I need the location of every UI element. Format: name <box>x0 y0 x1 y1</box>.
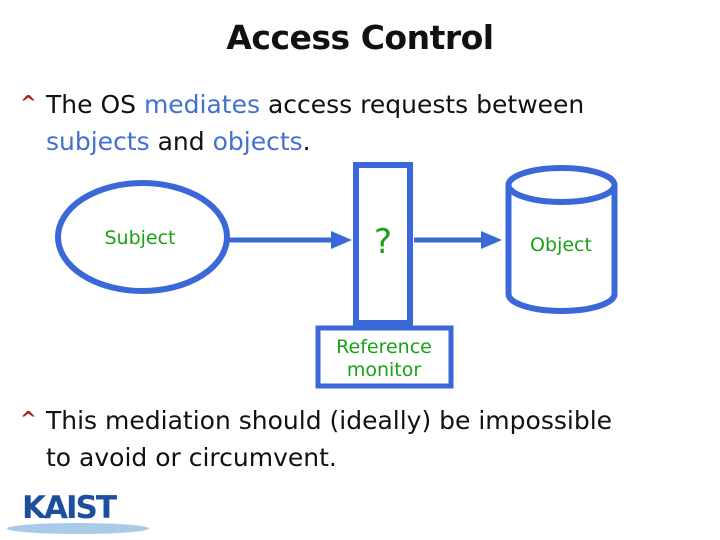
subject-label: Subject <box>104 227 175 249</box>
bullet-1-text: The OS mediates access requests between … <box>46 86 584 160</box>
b1-text-subjects: subjects <box>46 127 150 156</box>
bullet-2: ^ This mediation should (ideally) be imp… <box>20 402 612 476</box>
monitor-rect <box>353 162 413 326</box>
b1-text-plain: . <box>302 127 311 156</box>
object-cylinder-top <box>505 165 618 205</box>
access-control-diagram: Subject ? Object Reference monitor <box>55 162 618 389</box>
kaist-logo-swoosh <box>7 523 149 534</box>
b1-text-mediates: mediates <box>143 90 261 119</box>
bullet-2-text: This mediation should (ideally) be impos… <box>46 402 612 476</box>
b1-text-plain: access requests between <box>260 90 585 119</box>
kaist-logo: KAIST <box>7 490 172 538</box>
page-title: Access Control <box>226 18 494 57</box>
b1-text-plain: The OS <box>46 90 144 119</box>
b2-line2: to avoid or circumvent. <box>46 443 337 472</box>
bullet-2-marker: ^ <box>20 407 37 431</box>
bullet-1: ^ The OS mediates access requests betwee… <box>20 86 584 160</box>
b1-text-objects: objects <box>212 127 303 156</box>
object-cylinder-body <box>505 185 618 314</box>
question-mark-label: ? <box>374 222 392 262</box>
b1-text-plain: and <box>149 127 213 156</box>
bullet-1-marker: ^ <box>20 91 37 115</box>
reference-monitor-box <box>315 325 454 389</box>
reference-monitor-label-line1: Reference <box>336 336 432 358</box>
object-label: Object <box>530 234 592 256</box>
b2-line1: This mediation should (ideally) be impos… <box>46 406 613 435</box>
kaist-logo-text: KAIST <box>22 490 117 526</box>
reference-monitor-label-line2: monitor <box>347 359 422 381</box>
arrowhead-right-icon <box>331 231 352 249</box>
arrowhead-right-icon <box>481 231 502 249</box>
subject-ellipse <box>55 180 230 294</box>
